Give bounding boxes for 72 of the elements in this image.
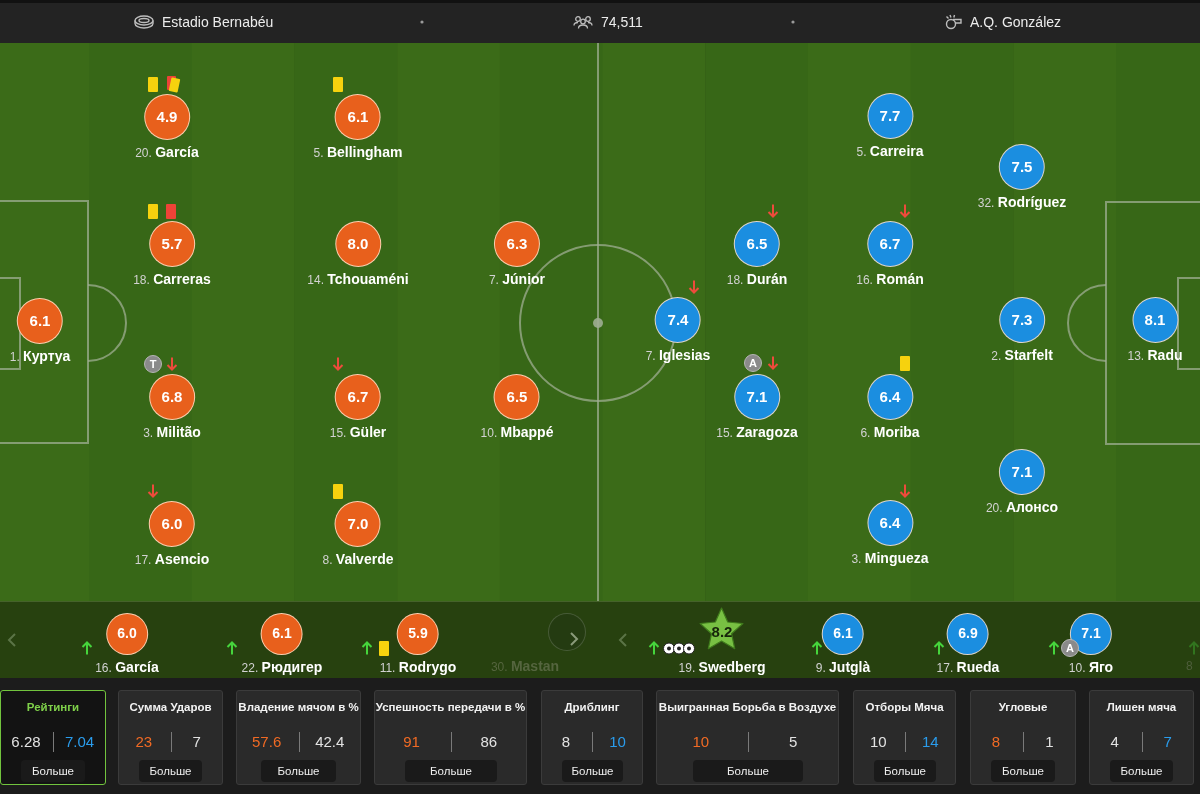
player-name: 5. Carreira	[856, 142, 924, 161]
stat-value: 14	[921, 732, 939, 752]
player-name: 11. Rodrygo	[379, 658, 457, 677]
stat-card	[656, 690, 839, 785]
attendance-count: 74,511	[601, 13, 643, 32]
stat-title: Дриблинг	[564, 700, 620, 715]
more-button: Больше	[261, 760, 336, 782]
stat-card	[118, 690, 223, 785]
stat-title: Выигранная Борьба в Воздухе	[658, 700, 837, 715]
player-name: 16. Román	[856, 270, 924, 289]
stat-title: Отборы Мяча	[865, 700, 944, 715]
player-name: 17. Rueda	[936, 658, 1000, 677]
stat-title: Владение мячом в %	[238, 700, 359, 715]
more-button: Больше	[21, 760, 85, 782]
stat-card	[374, 690, 527, 785]
more-button: Больше	[1110, 760, 1173, 782]
player-name: 3. Mingueza	[851, 549, 929, 568]
stat-value: 23	[135, 732, 153, 752]
player-name: 18. Durán	[726, 270, 788, 289]
stat-value: 1	[1045, 732, 1054, 752]
stat-value: 7.04	[64, 732, 95, 752]
player-name: 9. Jutglà	[815, 658, 871, 677]
stat-value: 7	[192, 732, 201, 752]
player-name: 18. Carreras	[133, 270, 211, 289]
stat-title: Угловые	[998, 700, 1048, 715]
stat-value: 7	[1163, 732, 1172, 752]
referee-name: A.Q. González	[970, 13, 1062, 32]
player-name: 15. Zaragoza	[716, 423, 798, 442]
stat-value: 91	[403, 732, 420, 752]
player-name: 22. Рюдигер	[241, 658, 323, 677]
player-name: 10. Яго	[1068, 658, 1114, 677]
player-name: 6. Moriba	[860, 423, 920, 442]
more-button: Больше	[693, 760, 803, 782]
player-name: 7. Iglesias	[645, 346, 711, 365]
stat-value: 10	[869, 732, 887, 752]
more-button: Больше	[562, 760, 623, 782]
stat-card	[970, 690, 1076, 785]
player-name: 2. Starfelt	[991, 346, 1053, 365]
stat-title: Рейтинги	[26, 700, 80, 715]
stat-title: Лишен мяча	[1106, 700, 1177, 715]
more-button: Больше	[991, 760, 1055, 782]
stat-card	[236, 690, 361, 785]
player-name: 17. Asencio	[134, 550, 210, 569]
player-name: 3. Militão	[143, 423, 201, 442]
stat-value: 42.4	[315, 732, 345, 752]
stat-value: 8	[991, 732, 1001, 752]
stat-value: 5	[789, 732, 798, 752]
stat-card	[0, 690, 106, 785]
stat-value: 8	[561, 732, 571, 752]
venue-name: Estadio Bernabéu	[162, 13, 274, 32]
player-name: 1. Куртуа	[9, 347, 71, 366]
more-button: Больше	[139, 760, 202, 782]
rating-star: 8.2	[698, 606, 746, 652]
stat-card	[1089, 690, 1194, 785]
stat-value: 10	[609, 732, 626, 752]
player-name: 19. Swedberg	[678, 658, 766, 677]
stat-card	[541, 690, 643, 785]
stat-value: 6.28	[11, 732, 41, 752]
stat-title: Сумма Ударов	[129, 700, 212, 715]
player-name: 16. García	[95, 658, 159, 677]
stat-value: 86	[480, 732, 498, 752]
player-name: 13. Radu	[1127, 346, 1183, 365]
more-button: Больше	[405, 760, 497, 782]
stat-value: 57.6	[252, 732, 282, 752]
stat-value: 10	[692, 732, 710, 752]
stat-title: Успешность передачи в %	[375, 700, 526, 715]
stat-card	[853, 690, 956, 785]
player-name: 32. Rodríguez	[977, 193, 1067, 212]
stat-value: 4	[1110, 732, 1119, 752]
more-button: Больше	[874, 760, 936, 782]
player-name: 20. Алонсо	[985, 498, 1059, 517]
player-name: 20. García	[135, 143, 199, 162]
